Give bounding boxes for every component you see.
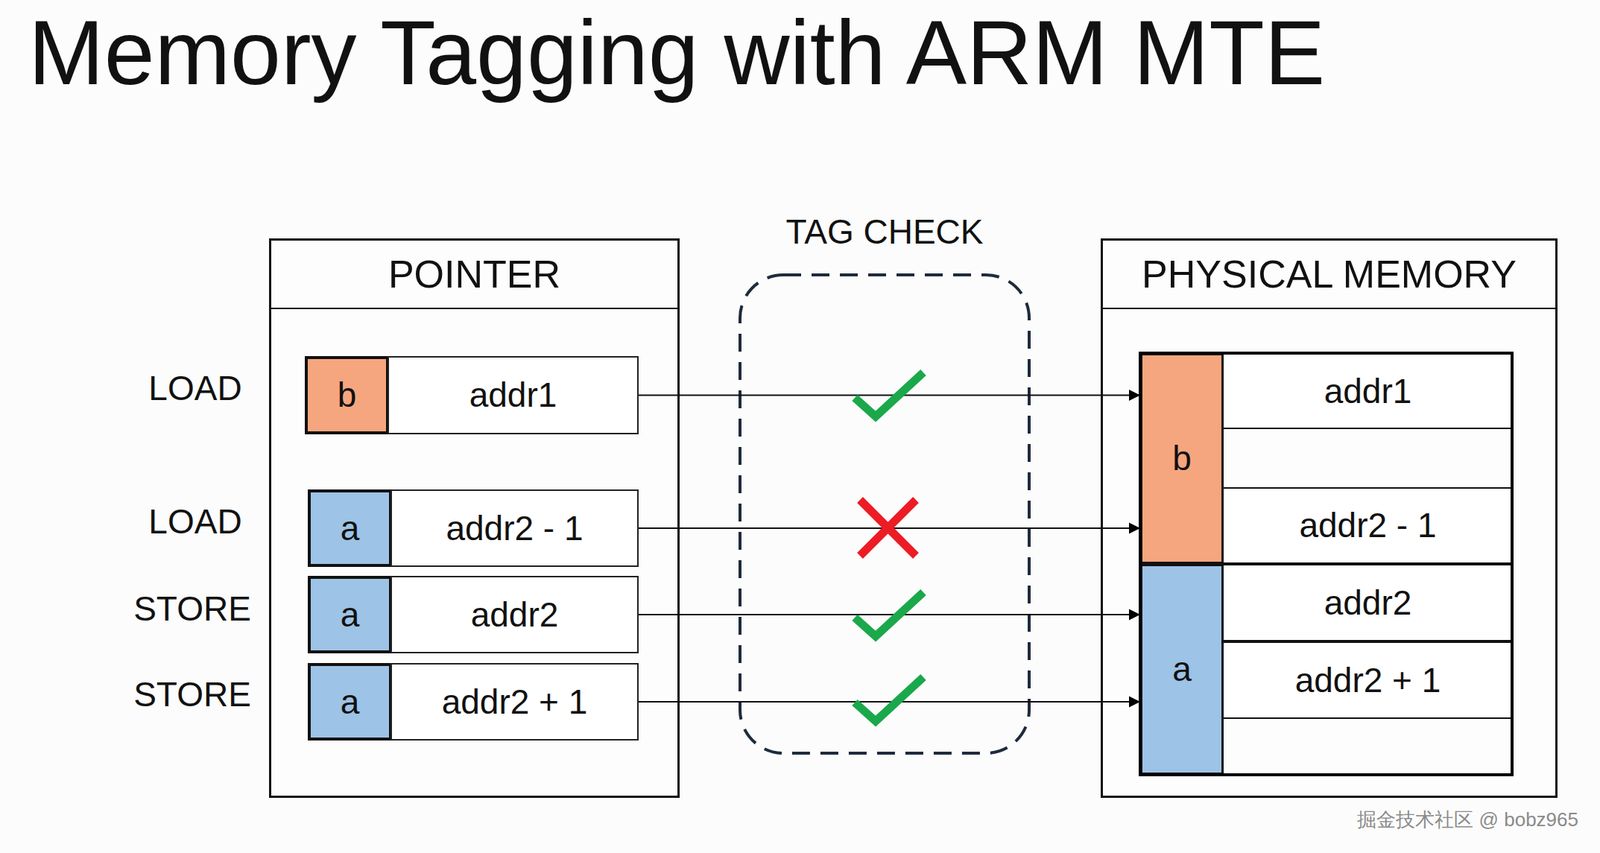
pointer-address: addr2 (390, 576, 639, 654)
dashed-outline (738, 273, 1031, 755)
address-text: addr2 + 1 (1295, 661, 1442, 701)
pointer-arrow (638, 614, 1141, 616)
dashed-border (740, 274, 1030, 754)
check-mark (854, 372, 924, 417)
pointer-panel: POINTER b addr1 a addr2 - 1 a addr2 a addr2 + 1 (269, 238, 680, 799)
panel-heading: PHYSICAL MEMORY (1102, 240, 1556, 310)
pointer-tag: a (307, 576, 392, 654)
tag-letter: b (337, 375, 357, 416)
pointer-arrow (638, 527, 1141, 530)
address-text: addr2 + 1 (441, 682, 588, 723)
tag-letter: b (1172, 438, 1192, 479)
pointer-arrow (638, 701, 1141, 703)
address-text: addr2 (470, 595, 559, 635)
pointer-tag: a (307, 489, 392, 568)
cross-mark (859, 500, 916, 556)
tag-letter: a (340, 682, 360, 723)
address-text: addr1 (469, 375, 558, 416)
physical-memory-panel: PHYSICAL MEMORY b addr1 addr2 - 1 a addr2 addr… (1100, 238, 1558, 799)
operation-label: LOAD (148, 368, 242, 409)
operation-label: LOAD (148, 502, 242, 542)
pointer-arrow (638, 394, 1141, 396)
memory-tag: b (1140, 353, 1224, 565)
address-text: addr2 (1324, 583, 1413, 624)
address-text: addr2 - 1 (1298, 506, 1437, 546)
panel-heading: POINTER (271, 240, 678, 310)
address-text: addr2 - 1 (445, 508, 583, 549)
operation-label: STORE (133, 675, 252, 715)
pointer-address: addr1 (387, 356, 639, 435)
pointer-tag: a (307, 663, 392, 741)
slide-title: Memory Tagging with ARM MTE (28, 0, 1326, 108)
pointer-tag: b (304, 356, 390, 435)
watermark: 掘金技术社区 @ bobz965 (1357, 809, 1579, 832)
tag-letter: a (340, 595, 360, 635)
tag-check-region: TAG CHECK (738, 273, 1031, 755)
memory-table-frame (1140, 353, 1513, 776)
memory-tag: a (1140, 564, 1224, 776)
region-heading: TAG CHECK (708, 212, 1061, 252)
cross-mark (859, 500, 916, 556)
operation-label: STORE (133, 589, 252, 629)
tag-letter: a (1172, 649, 1192, 690)
check-mark (854, 677, 924, 722)
tag-letter: a (340, 508, 360, 549)
address-text: addr1 (1324, 371, 1413, 412)
pointer-address: addr2 - 1 (390, 489, 639, 568)
pointer-address: addr2 + 1 (390, 663, 639, 741)
check-mark (854, 592, 924, 637)
